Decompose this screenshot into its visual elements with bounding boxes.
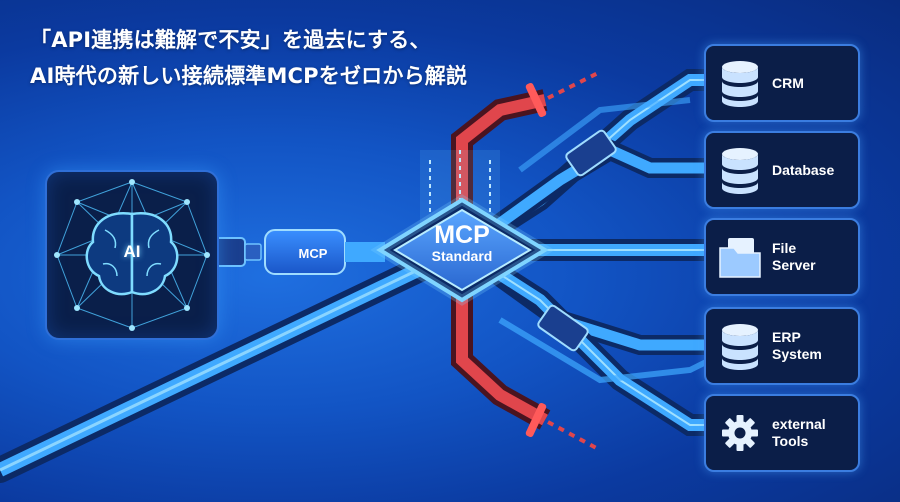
system-card-external-tools: external Tools bbox=[704, 394, 860, 472]
hub-subtitle: Standard bbox=[431, 248, 493, 264]
brain-network-icon bbox=[54, 179, 210, 331]
system-label-external-tools: external Tools bbox=[772, 416, 826, 449]
headline: 「API連携は難解で不安」を過去にする、 AI時代の新しい接続標準MCPをゼロか… bbox=[30, 22, 467, 94]
database-icon bbox=[722, 148, 758, 194]
gear-icon bbox=[722, 415, 758, 451]
system-label-erp: ERP System bbox=[772, 329, 822, 362]
diagonal-main-pipe bbox=[0, 232, 483, 483]
mcp-connector-label: MCP bbox=[298, 246, 328, 261]
database-icon bbox=[722, 61, 758, 107]
pipe-coupler-lower bbox=[537, 304, 589, 352]
headline-line-2: AI時代の新しい接続標準MCPをゼロから解説 bbox=[30, 64, 468, 88]
legacy-red-pipe-top bbox=[451, 70, 601, 225]
system-card-file-server: File Server bbox=[704, 218, 860, 296]
system-label-crm: CRM bbox=[772, 74, 804, 91]
pipe-coupler-upper bbox=[565, 129, 617, 177]
ai-node-panel: AI bbox=[45, 170, 219, 340]
folder-icon bbox=[719, 238, 761, 278]
legacy-red-pipe-bottom bbox=[451, 275, 601, 452]
headline-line-1: 「API連携は難解で不安」を過去にする、 bbox=[30, 28, 431, 52]
system-label-file-server: File Server bbox=[772, 240, 816, 273]
system-label-database: Database bbox=[772, 161, 835, 178]
mcp-hub bbox=[370, 194, 555, 306]
hub-title: MCP bbox=[434, 221, 490, 249]
system-card-erp: ERP System bbox=[704, 307, 860, 385]
system-card-crm: CRM bbox=[704, 44, 860, 122]
ai-label: AI bbox=[123, 242, 141, 261]
system-card-database: Database bbox=[704, 131, 860, 209]
ai-to-hub-connector bbox=[214, 229, 385, 275]
database-icon bbox=[722, 324, 758, 370]
secondary-pipes bbox=[498, 97, 712, 384]
